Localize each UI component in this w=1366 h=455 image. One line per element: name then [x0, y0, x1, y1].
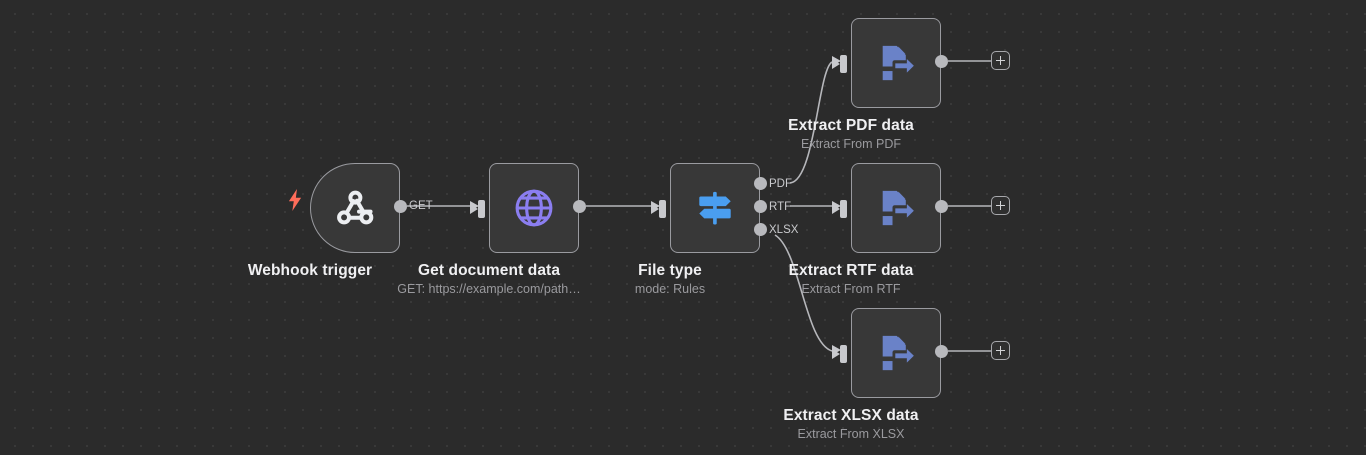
node-subtitle: Extract From PDF	[800, 137, 902, 151]
node-subtitle: GET: https://example.com/path…	[397, 282, 581, 296]
output-port-pdf[interactable]	[754, 177, 767, 190]
output-port[interactable]	[935, 200, 948, 213]
port-label-pdf: PDF	[769, 178, 792, 190]
node-body[interactable]	[670, 163, 760, 253]
edge-label-get: GET	[409, 200, 433, 212]
extract-file-icon	[875, 42, 917, 84]
node-body[interactable]	[310, 163, 400, 253]
node-title: Extract PDF data	[788, 117, 914, 134]
input-port[interactable]	[832, 199, 850, 219]
node-title: File type	[638, 262, 702, 279]
output-port-rtf[interactable]	[754, 200, 767, 213]
node-body[interactable]	[851, 308, 941, 398]
output-port-xlsx[interactable]	[754, 223, 767, 236]
node-title: Webhook trigger	[247, 262, 373, 279]
port-label-xlsx: XLSX	[769, 224, 799, 236]
node-caption: Get document data GET: https://example.c…	[397, 261, 580, 298]
node-body[interactable]	[851, 163, 941, 253]
node-title: Get document data	[417, 262, 561, 279]
input-port[interactable]	[470, 199, 488, 219]
node-subtitle: Extract From RTF	[801, 282, 901, 296]
node-subtitle: mode: Rules	[634, 282, 706, 296]
trigger-bolt-icon	[288, 189, 303, 211]
add-node-button-pdf[interactable]	[991, 51, 1010, 70]
input-port[interactable]	[651, 199, 669, 219]
input-port[interactable]	[832, 54, 850, 74]
output-port[interactable]	[935, 55, 948, 68]
node-title: Extract RTF data	[788, 262, 914, 279]
output-port[interactable]	[935, 345, 948, 358]
node-body[interactable]	[851, 18, 941, 108]
add-node-button-xlsx[interactable]	[991, 341, 1010, 360]
node-body[interactable]	[489, 163, 579, 253]
node-caption: Extract PDF data Extract From PDF	[788, 116, 914, 153]
port-label-rtf: RTF	[769, 201, 792, 213]
node-subtitle: Extract From XLSX	[797, 427, 905, 441]
output-port[interactable]	[394, 200, 407, 213]
extract-file-icon	[875, 332, 917, 374]
signpost-icon	[692, 185, 738, 231]
globe-icon	[512, 186, 556, 230]
node-caption: Webhook trigger	[248, 261, 372, 280]
input-port[interactable]	[832, 344, 850, 364]
output-port[interactable]	[573, 200, 586, 213]
extract-file-icon	[875, 187, 917, 229]
node-caption: File type mode: Rules	[635, 261, 705, 298]
node-caption: Extract RTF data Extract From RTF	[789, 261, 914, 298]
add-node-button-rtf[interactable]	[991, 196, 1010, 215]
webhook-icon	[332, 185, 378, 231]
node-caption: Extract XLSX data Extract From XLSX	[783, 406, 918, 443]
node-title: Extract XLSX data	[783, 407, 919, 424]
